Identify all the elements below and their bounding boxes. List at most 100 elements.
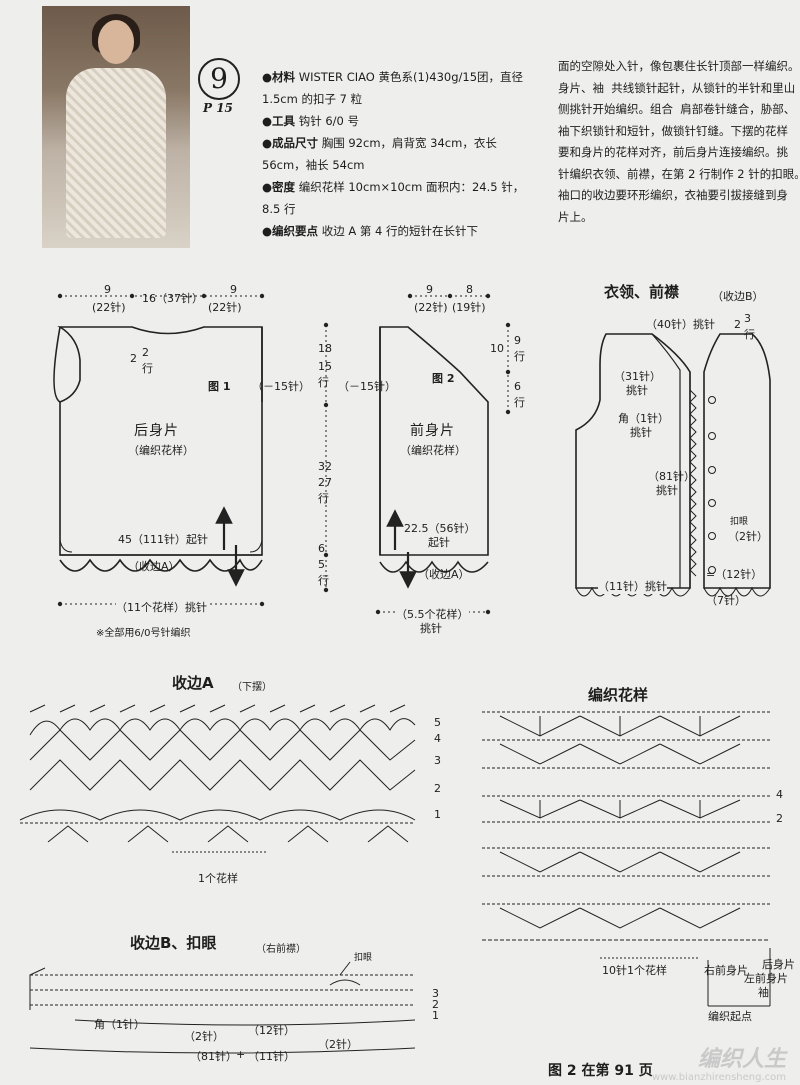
back-panel-sub: （编织花样） xyxy=(128,444,194,457)
collar-title: 衣领、前襟 xyxy=(604,283,680,301)
pattern-back-label-b: 左前身片 xyxy=(744,972,788,985)
front-neck-b-unit: 行 xyxy=(514,396,525,409)
collar-neck: （31针） xyxy=(614,368,661,384)
collar-neck-b: 挑针 xyxy=(626,382,648,398)
dim-v2-sub: 27 xyxy=(318,476,332,489)
back-armhole: （－15针） xyxy=(252,380,310,393)
dim-v3: 6 xyxy=(318,542,325,555)
collar-top-rows: 2 xyxy=(734,318,741,331)
collar-title-sub: （收边B） xyxy=(712,290,764,303)
back-fig-label: 图 1 xyxy=(208,380,231,393)
collar-bottom: （11针）挑针 xyxy=(598,578,667,594)
front-top-left-st: (22针) xyxy=(414,301,448,314)
edge-b-row-2: 2 xyxy=(432,998,439,1011)
front-neck-a: 9 xyxy=(514,334,521,347)
edge-b-plus: + xyxy=(236,1048,246,1061)
edge-a-repeat: 1个花样 xyxy=(198,872,238,885)
button-4 xyxy=(708,499,716,507)
pattern-back-label-a: 后身片 xyxy=(762,958,795,971)
edge-a-row-1: 1 xyxy=(434,808,441,821)
back-neck-height: 2 xyxy=(130,352,137,365)
front-panel-sub: （编织花样） xyxy=(400,444,466,457)
back-panel-armholes xyxy=(53,326,263,403)
front-hem-scallops xyxy=(379,560,489,573)
back-top-right-st: (22针) xyxy=(208,301,242,314)
pattern-title: 编织花样 xyxy=(588,686,649,704)
edge-b-total-a: （81针） xyxy=(190,1050,237,1063)
edge-a-row-5: 5 xyxy=(434,716,441,729)
site-logo: 编织人生 xyxy=(697,1047,786,1072)
edge-a-sub: （下摆） xyxy=(232,682,272,693)
dim-v1: 18 xyxy=(318,342,332,355)
pattern-repeat: 10针1个花样 xyxy=(602,964,667,977)
back-top-left: 9 xyxy=(104,283,111,296)
button-3 xyxy=(708,466,716,474)
front-bottom-b: 挑针 xyxy=(420,622,442,635)
collar-top: （40针）挑针 xyxy=(646,318,715,331)
dim-v3-unit: 行 xyxy=(318,574,329,587)
edge-a-row-4: 4 xyxy=(434,732,441,745)
edge-a-row-3: 3 xyxy=(434,754,441,767)
back-panel-name: 后身片 xyxy=(134,423,179,439)
button-1 xyxy=(708,396,716,404)
front-top-left: 9 xyxy=(426,283,433,296)
pattern-row-4: 4 xyxy=(776,788,783,801)
site-url: www.bianzhirensheng.com xyxy=(651,1072,786,1083)
front-neck-a-unit: 行 xyxy=(514,350,525,363)
front-fig-label: 图 2 xyxy=(432,372,455,385)
dim-v3-sub: 5 xyxy=(318,558,325,571)
instructions-paragraph: 面的空隙处入针，像包裹住长针顶部一样编织。 身片、袖 共线锁针起针，从锁针的半针… xyxy=(558,59,798,224)
pattern-front-label: 右前身片 xyxy=(704,964,748,977)
front-cast-on-b: 起针 xyxy=(428,536,450,549)
dim-v2: 32 xyxy=(318,460,332,473)
spec-points: ●编织要点 收边 A 第 4 行的短针在长针下 xyxy=(262,224,479,238)
button-2 xyxy=(708,432,716,440)
edge-a-title: 收边A xyxy=(172,674,214,692)
back-hem-scallops xyxy=(59,558,263,572)
collar-corner-b: 挑针 xyxy=(630,426,652,439)
button-6 xyxy=(708,566,716,574)
page-reference: P 15 xyxy=(203,101,233,115)
spec-size: ●成品尺寸 胸围 92cm，肩背宽 34cm，衣长 56cm，袖长 54cm xyxy=(262,136,497,172)
collar-corner: 角（1针） xyxy=(618,412,669,425)
back-top-right: 9 xyxy=(230,283,237,296)
front-cast-on-a: 22.5（56针） xyxy=(404,522,476,535)
pattern-start: 编织起点 xyxy=(708,1010,752,1023)
button-5 xyxy=(708,532,716,540)
front-panel-name: 前身片 xyxy=(410,423,455,439)
back-neck-rows: 2 xyxy=(142,346,149,359)
edge-b-c2: （12针） xyxy=(248,1024,295,1037)
spec-materials: ●材料 WISTER CIAO 黄色系(1)430g/15团，直径 1.5cm … xyxy=(262,70,524,106)
pattern-row-2: 2 xyxy=(776,812,783,825)
collar-top-rows-unit: 行 xyxy=(744,328,755,341)
model-photo xyxy=(42,6,190,248)
dim-v1-sub: 15 xyxy=(318,360,332,373)
needle-note: ※全部用6/0号针编织 xyxy=(96,628,191,639)
front-panel-outline xyxy=(379,326,489,556)
spec-list: ●材料 WISTER CIAO 黄色系(1)430g/15团，直径 1.5cm … xyxy=(262,66,532,242)
pattern-back-label-c: 袖 xyxy=(758,986,769,999)
edge-b-corner: 角（1针） xyxy=(94,1018,145,1031)
collar-band xyxy=(651,333,691,588)
dim-v2-unit: 行 xyxy=(318,492,329,505)
edge-a-chart xyxy=(19,704,416,853)
back-edge: （收边A） xyxy=(128,560,180,573)
spec-tools: ●工具 钩针 6/0 号 xyxy=(262,114,360,128)
collar-buttonhole: 扣眼 xyxy=(730,517,749,527)
edge-b-chart xyxy=(29,961,416,1054)
back-top-mid: 16（37针） xyxy=(142,292,203,305)
edge-b-c3: （2针） xyxy=(318,1038,358,1051)
edge-b-row-3: 3 xyxy=(432,987,439,1000)
edge-a-row-2: 2 xyxy=(434,782,441,795)
front-edge: （收边A） xyxy=(418,568,470,581)
edge-b-title: 收边B、扣眼 xyxy=(130,934,217,952)
edge-b-row-1: 1 xyxy=(432,1009,439,1022)
figure-caption: 图 2 在第 91 页 xyxy=(548,1063,653,1079)
collar-gap: =（12针） xyxy=(706,568,763,581)
collar-panel-outline xyxy=(575,333,691,589)
pattern-number: 9 xyxy=(198,58,240,100)
back-panel-outline xyxy=(57,326,263,556)
front-top-right: 8 xyxy=(466,283,473,296)
spec-gauge: ●密度 编织花样 10cm×10cm 面积内：24.5 针，8.5 行 xyxy=(262,180,525,216)
